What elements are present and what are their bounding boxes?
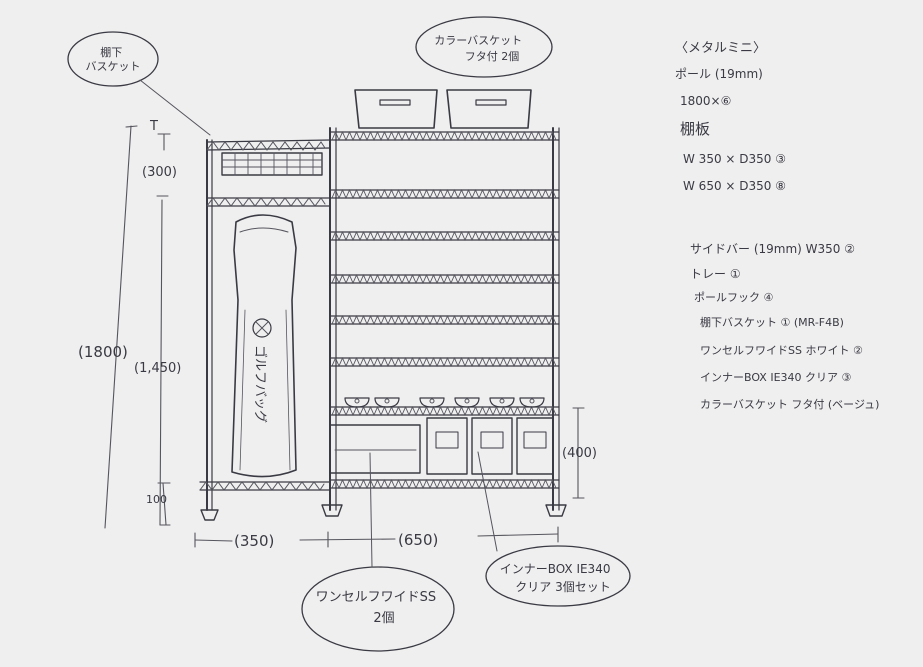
golf-bag: ゴルフバッグ: [231, 214, 297, 478]
small-tray: [374, 397, 400, 408]
parts-list-item: 1800×⑥: [680, 94, 731, 108]
dim-top-tick: T: [149, 119, 158, 134]
parts-list-item: トレー ①: [690, 267, 741, 281]
wire-shelf: [329, 130, 560, 142]
color-baskets-lidded: [354, 89, 532, 129]
small-tray: [519, 397, 545, 408]
parts-list-item: W 350 × D350 ③: [683, 152, 786, 166]
dim-width-left: (350): [234, 532, 274, 550]
wire-shelf: [329, 273, 560, 285]
small-tray: [454, 397, 480, 408]
wire-shelf: [329, 314, 560, 326]
dim-mid-height: (1,450): [134, 361, 181, 376]
wire-shelf: [329, 230, 560, 242]
parts-list-item: ポールフック ④: [694, 291, 773, 304]
parts-list-item: W 650 × D350 ⑧: [683, 179, 786, 193]
parts-list-item: 棚板: [680, 120, 710, 138]
parts-list-item: 棚下バスケット ① (MR-F4B): [700, 315, 844, 329]
wire-shelf: [329, 356, 560, 368]
wire-shelf: [329, 405, 560, 417]
parts-list-item: ワンセルフワイドSS ホワイト ②: [700, 344, 863, 357]
small-tray: [489, 397, 515, 408]
golf-bag-label: ゴルフバッグ: [252, 345, 268, 423]
inner-box-row: [344, 397, 545, 408]
bubble-color-basket-text: カラーバスケット フタ付 2個: [434, 34, 525, 63]
right-shelves: [329, 130, 560, 490]
dimension-lines: [104, 125, 585, 548]
parts-list-item: サイドバー (19mm) W350 ②: [690, 242, 855, 256]
under-shelf-basket: [221, 152, 323, 176]
bubble-shelf-basket: 棚下 バスケット: [67, 31, 211, 136]
dim-total-height: (1800): [78, 343, 128, 361]
dimension-labels: (300) T (1800) (1,450) 100 (400) (350) (…: [78, 119, 597, 550]
bubble-shelf-basket-text: 棚下 バスケット: [86, 45, 141, 73]
parts-list-item: カラーバスケット フタ付 (ベージュ): [700, 398, 879, 411]
dim-side-height: (400): [562, 446, 597, 461]
bubble-inner-box-text: インナーBOX IE340 クリア 3個セット: [500, 562, 615, 594]
dim-bottom-gap: 100: [146, 493, 167, 506]
wire-shelf: [329, 478, 560, 490]
bubble-color-basket: カラーバスケット フタ付 2個: [415, 16, 553, 78]
small-tray: [344, 397, 370, 408]
dim-top-gap: (300): [142, 165, 177, 180]
bubble-wide-ss: ワンセルフワイドSS 2個: [301, 452, 455, 652]
small-tray: [419, 397, 445, 408]
inner-boxes-clear: [329, 417, 554, 475]
bubble-inner-box: インナーBOX IE340 クリア 3個セット: [477, 451, 631, 607]
parts-list-heading: 〈メタルミニ〉: [675, 41, 766, 56]
dim-width-right: (650): [398, 531, 438, 549]
left-shelves: [199, 139, 331, 491]
parts-list: 〈メタルミニ〉ポール (19mm) 1800×⑥ 棚板 W 350 × D350 ③ W…: [675, 41, 879, 411]
wire-shelf: [329, 188, 560, 200]
parts-list-item: ポール (19mm): [675, 67, 763, 81]
parts-list-item: インナーBOX IE340 クリア ③: [700, 371, 852, 384]
bubble-wide-ss-text: ワンセルフワイドSS 2個: [316, 590, 441, 626]
